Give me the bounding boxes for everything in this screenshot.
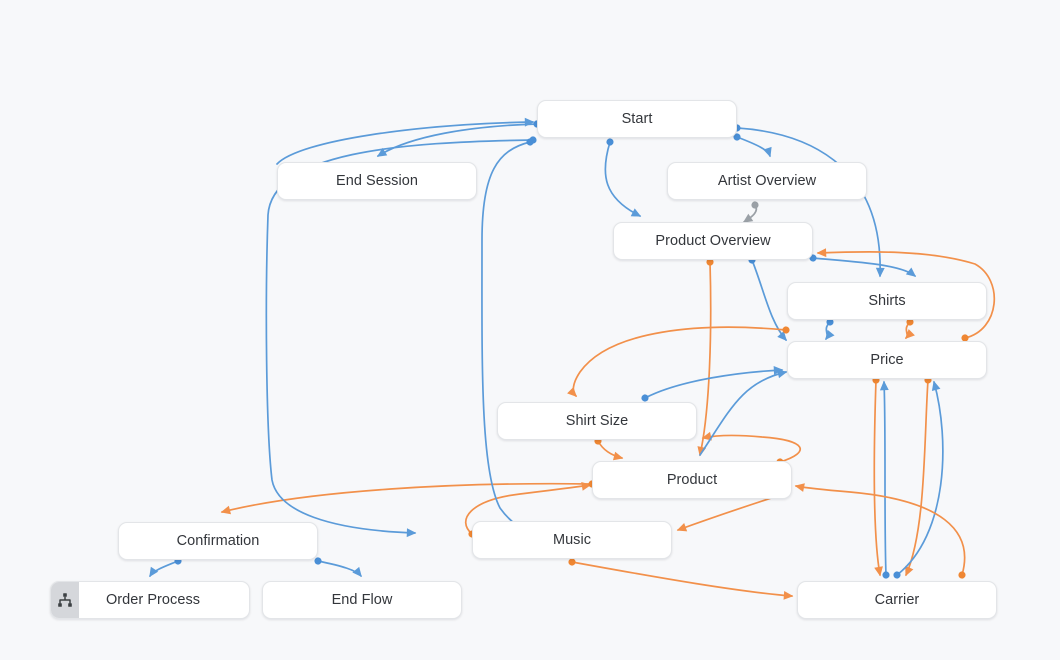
node-carrier[interactable]: Carrier: [797, 581, 997, 619]
node-end-flow[interactable]: End Flow: [262, 581, 462, 619]
node-label: End Session: [336, 173, 418, 189]
node-label: Confirmation: [176, 533, 260, 549]
node-price[interactable]: Price: [787, 341, 987, 379]
node-start[interactable]: Start: [537, 100, 737, 138]
node-music[interactable]: Music: [472, 521, 672, 559]
node-shirt-size[interactable]: Shirt Size: [497, 402, 697, 440]
node-confirmation[interactable]: Confirmation: [118, 522, 318, 560]
node-label: Music: [552, 532, 592, 548]
node-product-overview[interactable]: Product Overview: [613, 222, 813, 260]
node-label: Shirts: [868, 293, 906, 309]
node-product[interactable]: Product: [592, 461, 792, 499]
node-label: End Flow: [331, 592, 393, 608]
node-label: Artist Overview: [717, 173, 817, 189]
node-order-process[interactable]: Order Process: [50, 581, 250, 619]
sitemap-icon: [51, 582, 79, 618]
node-label: Product: [666, 472, 718, 488]
node-artist-overview[interactable]: Artist Overview: [667, 162, 867, 200]
node-label: Product Overview: [655, 233, 771, 249]
node-label: Price: [870, 352, 904, 368]
node-label: Start: [621, 111, 653, 127]
node-label: Order Process: [105, 592, 201, 608]
node-label: Shirt Size: [565, 413, 629, 429]
node-end-session[interactable]: End Session: [277, 162, 477, 200]
node-label: Carrier: [874, 592, 920, 608]
node-shirts[interactable]: Shirts: [787, 282, 987, 320]
